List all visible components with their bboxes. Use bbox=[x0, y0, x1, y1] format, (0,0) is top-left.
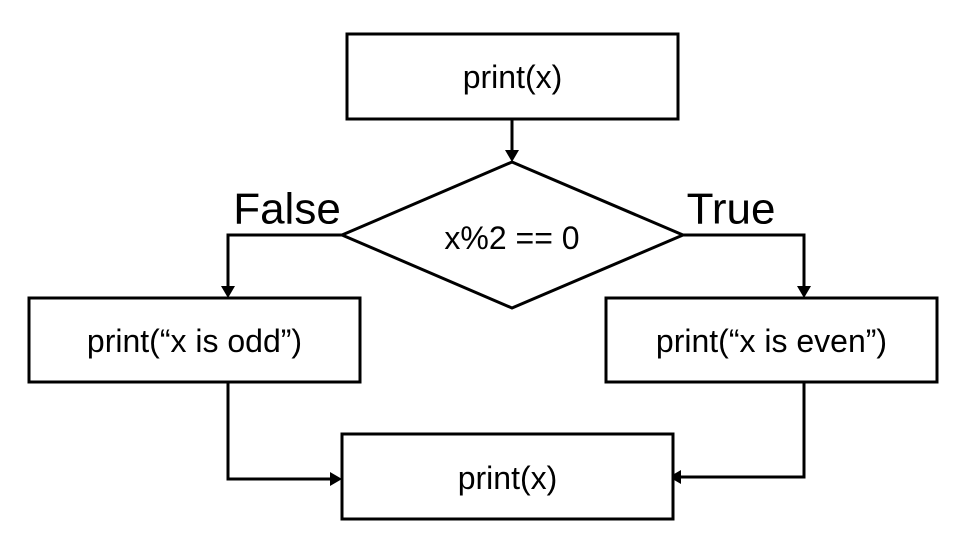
arrowhead-down-icon bbox=[221, 286, 235, 298]
node-odd-branch-label: print(“x is odd”) bbox=[87, 323, 302, 359]
node-even-branch-label: print(“x is even”) bbox=[656, 323, 887, 359]
arrowhead-left-icon bbox=[669, 470, 681, 484]
node-end: print(x) bbox=[340, 432, 675, 521]
arrowhead-down-icon bbox=[505, 150, 519, 162]
node-condition: x%2 == 0 bbox=[338, 160, 687, 310]
arrowhead-right-icon bbox=[330, 472, 342, 486]
edge-label-true: True bbox=[687, 185, 776, 234]
node-start-label: print(x) bbox=[463, 59, 563, 95]
edge-start-to-condition bbox=[505, 119, 519, 162]
edge-label-false: False bbox=[233, 185, 341, 234]
arrowhead-down-icon bbox=[797, 286, 811, 298]
edge-even-to-end bbox=[669, 382, 806, 484]
node-end-label: print(x) bbox=[458, 460, 558, 496]
node-odd-branch: print(“x is odd”) bbox=[27, 296, 362, 384]
edge-condition-to-odd bbox=[221, 233, 342, 298]
node-start: print(x) bbox=[345, 32, 680, 121]
node-condition-label: x%2 == 0 bbox=[444, 220, 579, 256]
node-even-branch: print(“x is even”) bbox=[604, 296, 939, 384]
connectors bbox=[221, 119, 811, 486]
edge-odd-to-end bbox=[226, 382, 342, 486]
edge-condition-to-even bbox=[683, 233, 811, 298]
